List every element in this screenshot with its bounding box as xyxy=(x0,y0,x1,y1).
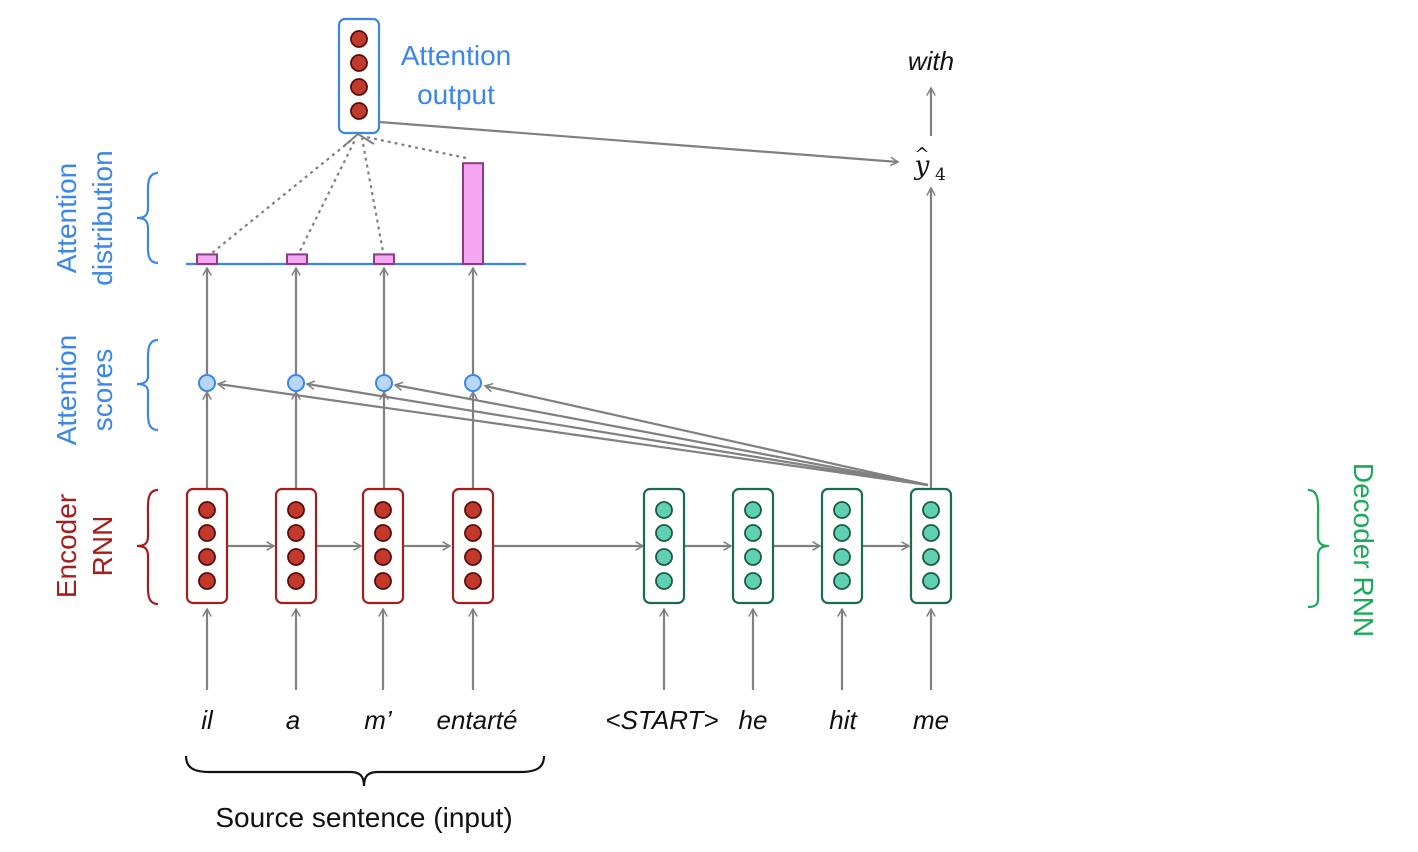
input-arrows xyxy=(202,607,936,690)
source-word-4: entarté xyxy=(437,705,518,735)
source-sentence-label: Source sentence (input) xyxy=(215,802,512,833)
attention-scores-label-line1: Attention xyxy=(51,335,82,446)
neuron-icon xyxy=(350,54,368,72)
neuron-icon xyxy=(922,572,940,590)
attention-distribution-label-line2: distribution xyxy=(87,150,118,285)
neuron-icon xyxy=(198,548,216,566)
target-word-4: me xyxy=(913,705,949,735)
decoder-hidden-state xyxy=(820,487,864,605)
prediction-y: y xyxy=(914,151,930,181)
attention-distribution-label-line1: Attention xyxy=(51,163,82,274)
attention-score-icon xyxy=(464,374,482,392)
neuron-icon xyxy=(922,501,940,519)
neuron-icon xyxy=(464,501,482,519)
neuron-icon xyxy=(287,501,305,519)
decoder-hidden-state xyxy=(731,487,775,605)
encoder-rnn-label-line2: RNN xyxy=(87,516,118,577)
neuron-icon xyxy=(198,572,216,590)
target-word-3: hit xyxy=(829,705,858,735)
decoder-rnn-label: Decoder RNN xyxy=(1348,463,1379,637)
attention-scores-label-line2: scores xyxy=(87,349,118,431)
neuron-icon xyxy=(922,524,940,542)
encoder-rnn-brace-icon xyxy=(136,488,159,606)
decoder-hidden-state xyxy=(642,487,686,605)
neuron-icon xyxy=(287,548,305,566)
neuron-icon xyxy=(744,572,762,590)
source-word-2: a xyxy=(286,705,300,735)
attention-scores-brace-icon xyxy=(136,338,159,432)
neuron-icon xyxy=(655,524,673,542)
source-word-1: il xyxy=(201,705,214,735)
neuron-icon xyxy=(833,524,851,542)
attention-distribution-bars xyxy=(196,162,484,265)
neuron-icon xyxy=(922,548,940,566)
prediction-subscript: 4 xyxy=(935,165,946,185)
target-word-1: <START> xyxy=(605,705,718,735)
neuron-icon xyxy=(374,501,392,519)
neuron-icon xyxy=(464,548,482,566)
attention-output-vector xyxy=(337,17,381,135)
attention-output-neurons xyxy=(350,30,368,120)
neuron-icon xyxy=(350,30,368,48)
decoder-rnn-brace-icon xyxy=(1307,488,1330,609)
neuron-icon xyxy=(655,548,673,566)
encoder-hidden-state xyxy=(451,487,495,605)
neuron-icon xyxy=(198,501,216,519)
neuron-icon xyxy=(833,572,851,590)
neuron-icon xyxy=(374,548,392,566)
neuron-icon xyxy=(744,548,762,566)
neuron-icon xyxy=(350,102,368,120)
attention-weight-bar xyxy=(462,162,484,265)
neuron-icon xyxy=(464,572,482,590)
source-sentence-brace-icon xyxy=(184,755,546,787)
attention-weight-bar xyxy=(373,253,395,265)
decoder-to-score-arrows xyxy=(216,380,929,487)
neuron-icon xyxy=(287,572,305,590)
attention-output-label-line1: Attention xyxy=(401,40,512,71)
attention-score-dots xyxy=(198,374,482,392)
target-word-2: he xyxy=(739,705,768,735)
decoder-hidden-state xyxy=(909,487,953,605)
attention-output-to-prediction-arrow xyxy=(378,120,900,167)
encoder-hidden-state xyxy=(361,487,405,605)
neuron-icon xyxy=(655,501,673,519)
attention-output-arrowhead-icon xyxy=(343,132,375,147)
source-word-3: m’ xyxy=(364,705,393,735)
neuron-icon xyxy=(350,78,368,96)
attention-distribution-brace-icon xyxy=(136,171,159,265)
attention-score-icon xyxy=(375,374,393,392)
neuron-icon xyxy=(833,501,851,519)
rnn-cells xyxy=(185,487,953,605)
output-word: with xyxy=(908,46,954,76)
attention-score-icon xyxy=(198,374,216,392)
encoder-hidden-state xyxy=(274,487,318,605)
neuron-icon xyxy=(744,524,762,542)
neuron-icon xyxy=(655,572,673,590)
attention-score-icon xyxy=(287,374,305,392)
neuron-icon xyxy=(374,572,392,590)
encoder-rnn-label-line1: Encoder xyxy=(51,494,82,598)
neuron-icon xyxy=(744,501,762,519)
neuron-icon xyxy=(833,548,851,566)
encoder-to-score-arrows xyxy=(202,390,478,489)
attention-output-label-line2: output xyxy=(417,79,495,110)
neuron-icon xyxy=(374,524,392,542)
score-to-distribution-arrows xyxy=(202,266,478,374)
prediction-hat: ^ xyxy=(914,144,929,165)
neuron-icon xyxy=(464,524,482,542)
attention-weight-dotted-lines xyxy=(206,135,467,258)
attention-weight-bar xyxy=(196,253,218,265)
attention-weight-bar xyxy=(286,253,308,265)
encoder-hidden-state xyxy=(185,487,229,605)
neuron-icon xyxy=(287,524,305,542)
neuron-icon xyxy=(198,524,216,542)
